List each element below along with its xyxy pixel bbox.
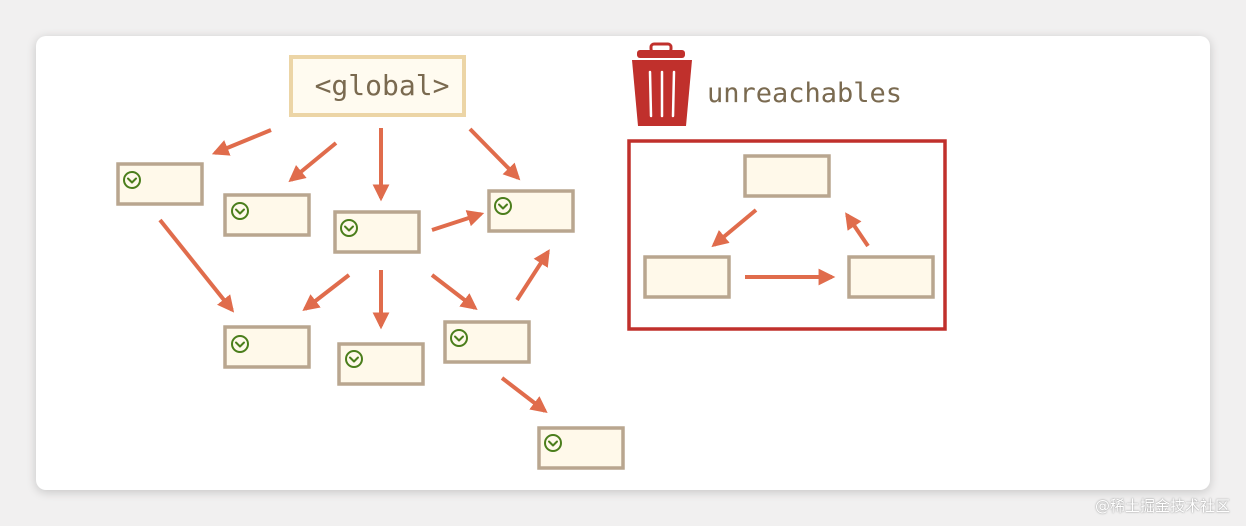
watermark: @稀土掘金技术社区	[1094, 497, 1230, 515]
arrow	[158, 218, 235, 313]
unreachable-node-3	[847, 255, 935, 299]
unreachable-node-1	[743, 154, 831, 198]
trash-can-icon	[632, 42, 692, 126]
global-label: <global>	[315, 69, 450, 102]
arrow	[515, 249, 550, 302]
arrow	[431, 210, 485, 232]
arrow	[430, 273, 478, 311]
arrow	[468, 127, 521, 181]
unreachable-node-2	[643, 255, 731, 299]
global-root-node: <global>	[289, 55, 466, 117]
reachable-arrows	[158, 127, 550, 414]
arrow	[211, 128, 272, 156]
arrow	[302, 273, 351, 312]
reachable-node-2	[223, 193, 311, 237]
reachable-node-7	[443, 320, 531, 364]
arrow	[500, 376, 548, 414]
reachable-node-5	[223, 325, 311, 369]
unreachables-group	[627, 139, 947, 331]
diagram-card	[36, 36, 1210, 490]
reachable-node-8	[537, 426, 625, 470]
reachable-node-3	[333, 210, 421, 254]
unreachables-label: unreachables	[707, 78, 902, 109]
arrow	[711, 208, 758, 248]
reachable-node-4	[487, 189, 575, 233]
arrow	[845, 212, 870, 248]
arrow	[288, 141, 338, 183]
reachable-node-6	[337, 342, 425, 386]
reachable-node-1	[116, 162, 204, 206]
